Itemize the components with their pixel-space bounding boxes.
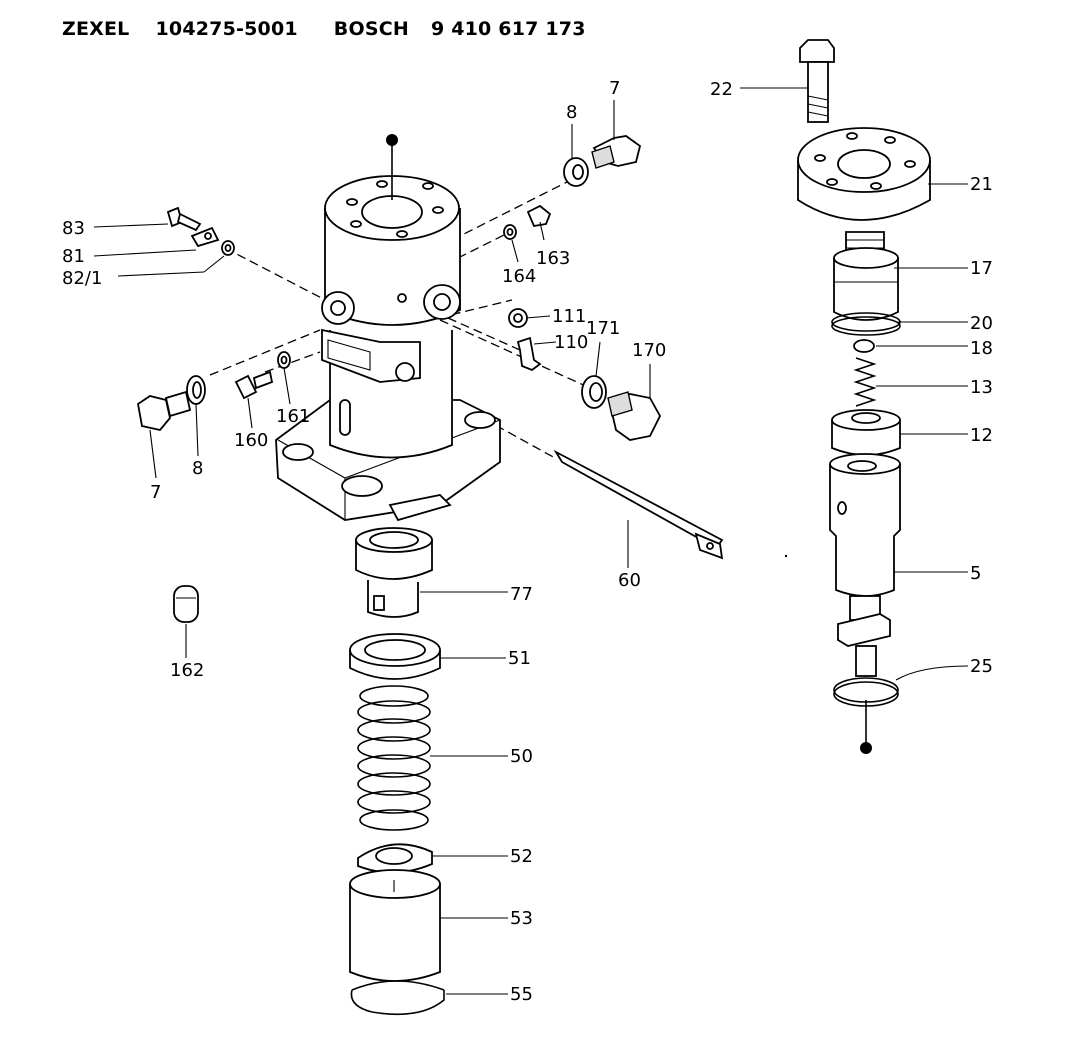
callout-12: 12: [970, 425, 993, 446]
delivery-valve-12: [831, 409, 901, 456]
callout-13: 13: [970, 377, 993, 398]
callout-111: 111: [552, 306, 586, 327]
callout-164: 164: [502, 266, 536, 287]
snap-ring-55: [350, 980, 445, 1016]
plug-screw-7-top: [591, 135, 642, 169]
callout-21: 21: [970, 174, 993, 195]
part-number-zexel: 104275-5001: [155, 18, 298, 40]
valve-holder-17: [833, 231, 899, 321]
leader-lines: [93, 87, 969, 995]
washer-111: [508, 308, 528, 328]
brand-bosch: BOSCH: [333, 18, 409, 40]
flange-21: [797, 127, 931, 221]
o-ring-20: [831, 312, 901, 336]
spring-50: [357, 685, 431, 831]
marker-dot-bottom: [860, 742, 872, 754]
marker-dot-top: [386, 134, 398, 146]
spring-seat-52: [357, 843, 433, 874]
callout-163: 163: [536, 248, 570, 269]
key-162: [173, 585, 199, 623]
callout-170: 170: [632, 340, 666, 361]
callout-18: 18: [970, 338, 993, 359]
callout-labels: 7 8 83 81 82/1 164 163 111 110 171 170 7…: [62, 78, 993, 1005]
plug-screw-170: [607, 391, 662, 441]
callout-22: 22: [710, 79, 733, 100]
pump-housing: [275, 175, 501, 522]
part-number-bosch: 9 410 617 173: [430, 18, 586, 40]
seal-ring-8-left: [186, 375, 206, 405]
callout-160: 160: [234, 430, 268, 451]
washer-164: [503, 224, 517, 240]
spring-seat-51: [349, 633, 441, 680]
callout-20: 20: [970, 313, 993, 334]
callout-83: 83: [62, 218, 85, 239]
barrel-plunger-5: [829, 453, 901, 677]
callout-51: 51: [508, 648, 531, 669]
callout-110: 110: [554, 332, 588, 353]
screw-160: [234, 370, 274, 400]
callout-7-left: 7: [150, 482, 161, 503]
callout-7-top: 7: [609, 78, 620, 99]
callout-50: 50: [510, 746, 533, 767]
callout-5: 5: [970, 563, 981, 584]
callout-8-top: 8: [566, 102, 577, 123]
callout-8-left: 8: [192, 458, 203, 479]
callout-161: 161: [276, 406, 310, 427]
callout-60: 60: [618, 570, 641, 591]
spring-13: [853, 357, 877, 407]
screw-163: [526, 204, 552, 228]
callout-52: 52: [510, 846, 533, 867]
callout-171: 171: [586, 318, 620, 339]
bolt-22: [799, 39, 835, 123]
callout-55: 55: [510, 984, 533, 1005]
spring-seat-18: [853, 339, 875, 353]
callout-25: 25: [970, 656, 993, 677]
drawing-header: ZEXEL 104275-5001 BOSCH 9 410 617 173: [62, 18, 586, 40]
brand-zexel: ZEXEL: [62, 18, 130, 40]
callout-53: 53: [510, 908, 533, 929]
callout-17: 17: [970, 258, 993, 279]
clip-81: [190, 226, 220, 248]
assembly-lines: [209, 177, 591, 459]
washer-25: [833, 677, 899, 707]
control-sleeve-77: [355, 527, 433, 618]
callout-81: 81: [62, 246, 85, 267]
screw-110: [516, 336, 542, 372]
callout-82-1: 82/1: [62, 268, 102, 289]
control-rack-60: [553, 449, 724, 560]
bolt-83: [166, 206, 202, 232]
washer-82-1: [221, 240, 235, 256]
seal-ring-8-top: [563, 157, 589, 187]
washer-161: [277, 351, 291, 369]
plug-screw-7-left: [137, 390, 192, 431]
callout-162: 162: [170, 660, 204, 681]
roller-tappet-53: [349, 869, 441, 982]
callout-77: 77: [510, 584, 533, 605]
seal-ring-171: [581, 375, 607, 409]
